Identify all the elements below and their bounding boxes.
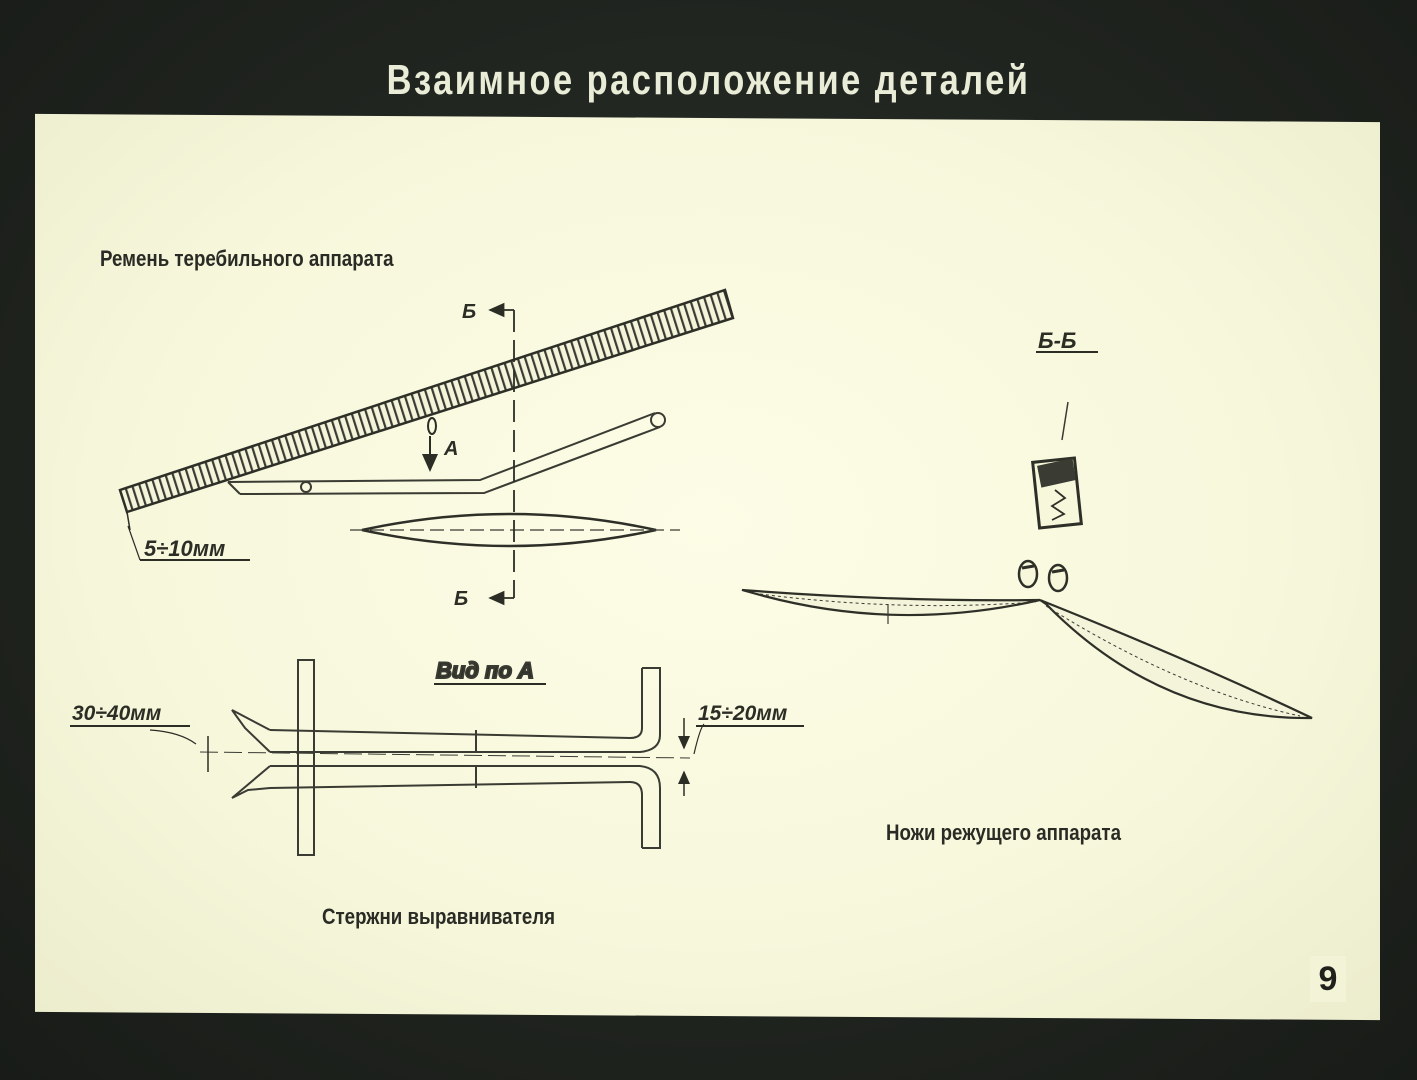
arrow-a-label: А	[443, 438, 458, 460]
rods-label: Стержни выравнивателя	[322, 904, 556, 929]
section-mark-top: Б	[462, 301, 476, 323]
rods-gap-left-label: 30÷40мм	[72, 702, 162, 725]
lens-profile	[350, 512, 680, 548]
rods-top-view: Вид по А	[149, 657, 705, 856]
belt-label: Ремень теребильного аппарата	[100, 246, 394, 271]
belt-drawing	[118, 288, 735, 531]
knives-label: Ножи режущего аппарата	[886, 820, 1121, 845]
belt-body	[118, 288, 735, 514]
section-bb-view: Б-Б	[741, 328, 1313, 720]
rods-gap-right-label: 15÷20мм	[698, 702, 788, 725]
section-line: Б Б	[454, 301, 515, 610]
belt-gap-dimension: 5÷10мм	[127, 525, 250, 561]
section-title-label: Б-Б	[1038, 328, 1076, 353]
section-mark-bottom: Б	[454, 588, 468, 610]
belt-gap-label: 5÷10мм	[144, 536, 225, 561]
slide-title: Взаимное расположение деталей	[386, 56, 1031, 103]
page-number: 9	[1310, 956, 1346, 1002]
belt-gap-tick	[126, 511, 131, 531]
view-a-label: Вид по А	[436, 658, 534, 683]
view-arrow-a: А	[422, 417, 458, 472]
rod-side-view	[227, 412, 666, 495]
